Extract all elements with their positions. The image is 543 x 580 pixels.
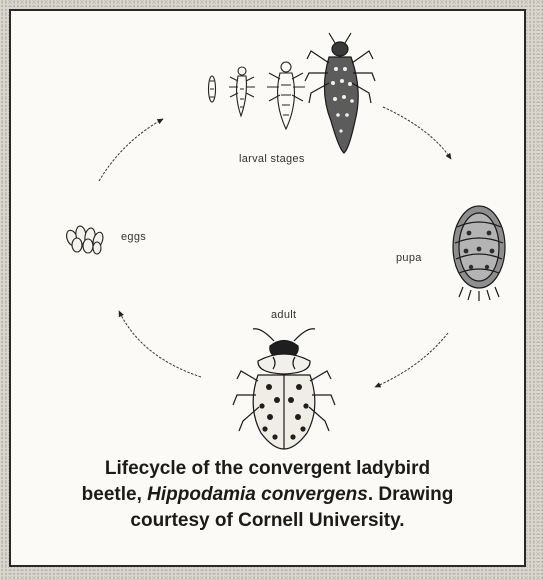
larva-stage-2-icon [229, 67, 255, 116]
label-larval-stages: larval stages [239, 153, 305, 165]
species-name: Hippodamia convergens [147, 484, 368, 505]
lifecycle-diagram [11, 11, 524, 456]
label-adult: adult [271, 309, 296, 321]
pupa-icon [453, 206, 505, 301]
caption-line-1: Lifecycle of the convergent ladybird [17, 456, 518, 482]
larva-stage-3-icon [267, 62, 305, 129]
eggs-icon [65, 225, 105, 254]
label-pupa: pupa [396, 252, 422, 264]
caption-line-2-post: . Drawing [368, 484, 454, 505]
caption-line-3: courtesy of Cornell University. [17, 508, 518, 534]
larva-stage-1-icon [209, 76, 216, 102]
caption-line-2: beetle, Hippodamia convergens. Drawing [17, 482, 518, 508]
adult-beetle-icon [233, 329, 335, 449]
caption-line-2-pre: beetle, [82, 484, 147, 505]
label-eggs: eggs [121, 231, 146, 243]
arrow-pupa-to-adult [375, 333, 448, 387]
figure-frame: larval stages eggs pupa adult Lifecycle … [9, 9, 526, 567]
figure-caption: Lifecycle of the convergent ladybird bee… [17, 456, 518, 534]
arrow-larva-to-pupa [383, 107, 451, 159]
larva-stage-4-icon [305, 33, 375, 153]
arrow-eggs-to-larva [99, 119, 163, 181]
arrow-adult-to-eggs [119, 311, 201, 377]
